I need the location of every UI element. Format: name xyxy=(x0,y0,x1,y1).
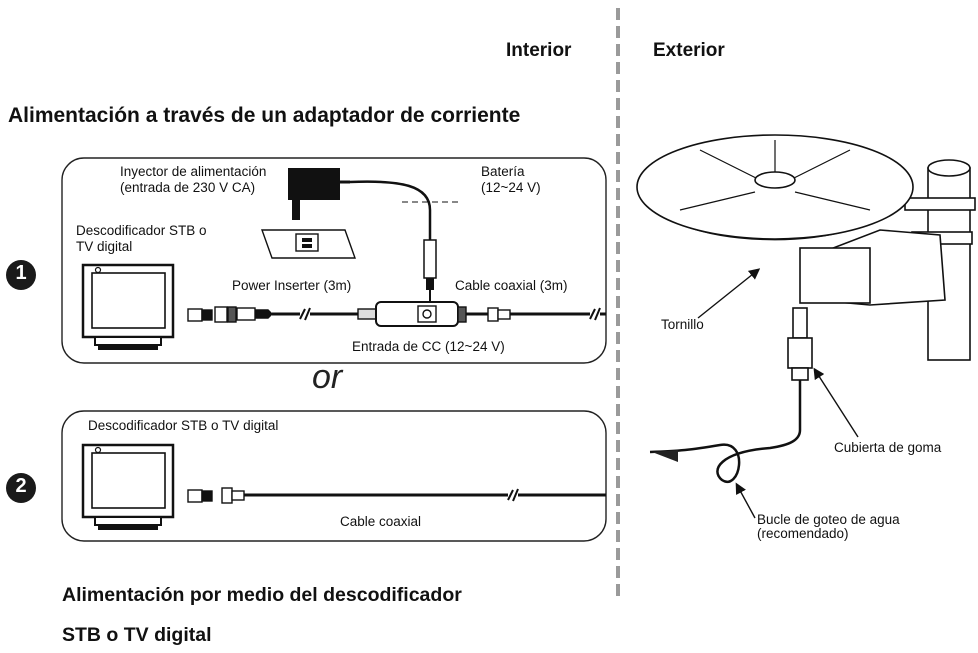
drip-loop-label-line1: Bucle de goteo de agua xyxy=(757,512,900,527)
antenna-illustration xyxy=(636,134,976,484)
rubber-cover-leader xyxy=(813,367,859,438)
option2-marker: 2 xyxy=(15,475,27,497)
screw-leader xyxy=(697,268,761,319)
option2-marker-circle xyxy=(6,473,36,503)
option1-box xyxy=(61,157,607,364)
stb-power-title-line1: Alimentación por medio del descodificado… xyxy=(62,584,462,606)
interior-heading: Interior xyxy=(506,40,572,61)
stb-power-title-line2: STB o TV digital xyxy=(62,624,212,646)
dc-input-label: Entrada de CC (12~24 V) xyxy=(352,339,505,354)
screw-label: Tornillo xyxy=(661,317,704,332)
tv-monitor-icon-2 xyxy=(81,443,175,530)
battery-label-line1: Batería xyxy=(481,164,525,179)
cable-entry-arrow xyxy=(652,450,678,462)
coax-3m-label: Cable coaxial (3m) xyxy=(455,278,568,293)
option1-marker-circle xyxy=(6,260,36,290)
exterior-heading: Exterior xyxy=(653,40,725,61)
drip-loop-leader xyxy=(735,482,756,519)
option2-box xyxy=(61,410,607,542)
power-inserter-label: Power Inserter (3m) xyxy=(232,278,352,293)
injector-label-line1: Inyector de alimentación xyxy=(120,164,267,179)
option1-cable-chain xyxy=(187,301,606,327)
or-separator: or xyxy=(312,358,343,396)
option2-stb-label: Descodificador STB o TV digital xyxy=(88,418,279,433)
stb-label-line1: Descodificador STB o xyxy=(76,223,207,238)
tv-monitor-icon-1 xyxy=(81,263,175,350)
rubber-cover-label: Cubierta de goma xyxy=(834,440,942,455)
option2-coax-label: Cable coaxial xyxy=(340,514,422,529)
battery-label-line2: (12~24 V) xyxy=(481,180,541,195)
wall-socket-icon xyxy=(261,229,356,259)
option1-marker: 1 xyxy=(15,262,27,284)
injector-label-line2: (entrada de 230 V CA) xyxy=(120,180,256,195)
option2-cable-chain xyxy=(187,487,606,504)
drip-loop-label-line2: (recomendado) xyxy=(757,526,849,541)
stb-label-line2: TV digital xyxy=(76,239,133,254)
power-adapter-title: Alimentación a través de un adaptador de… xyxy=(8,104,521,127)
power-adapter-icon xyxy=(288,168,460,302)
